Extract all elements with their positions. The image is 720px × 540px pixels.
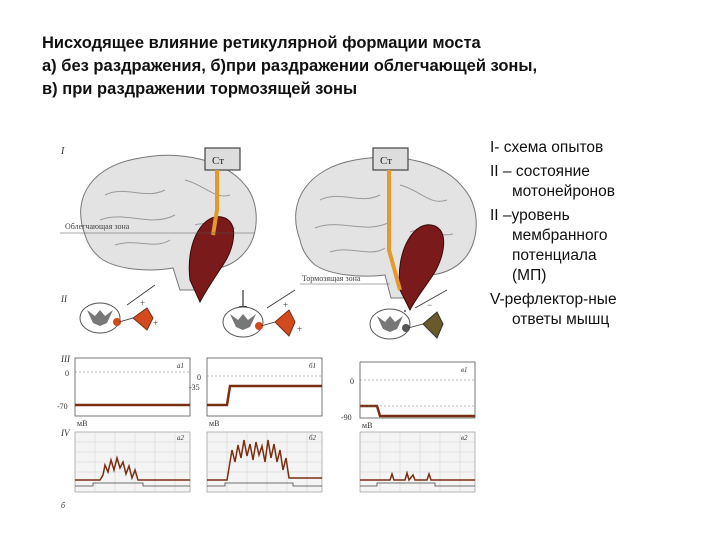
brain-right: Ст Тормозящая зона <box>295 147 477 312</box>
stimulator-label: Ст <box>380 155 392 167</box>
mp-tick-a-zero: 0 <box>65 369 69 378</box>
mp-tick-a-rest: -70 <box>57 402 68 411</box>
mp-tick-c-rest: -90 <box>341 413 352 422</box>
legend-line: ответы мышц <box>512 311 610 328</box>
panel-letter-c2: в2 <box>461 434 468 442</box>
brain-folds <box>314 184 454 253</box>
legend-item-membrane-potential: II –уровень мембранного потенциала (МП) <box>490 206 710 286</box>
mp-tick-b-zero: 0 <box>197 373 201 382</box>
reticular-formation <box>398 224 445 312</box>
brain-left: Ст Облегчающая зона <box>60 147 257 304</box>
emg-panel-b: б2 <box>206 431 323 493</box>
emg-panel-a: a2 <box>74 431 191 493</box>
inhibitory-zone-label: Тормозящая зона <box>302 274 361 283</box>
reticular-formation <box>188 216 235 304</box>
row-label-1: I <box>60 146 65 157</box>
row-label-3: III <box>60 354 71 364</box>
svg-text:+: + <box>140 298 145 308</box>
legend-line: (МП) <box>512 267 547 284</box>
legend-item-scheme: I- схема опытов <box>490 138 710 158</box>
spinal-cord-a: + + <box>79 284 158 334</box>
title-line-1: Нисходящее влияние ретикулярной формации… <box>42 34 481 52</box>
svg-text:−: − <box>427 300 432 310</box>
mp-tick-b-rest: -35 <box>189 383 200 392</box>
stimulation-pathway <box>387 180 402 291</box>
panel-letter-b1: б1 <box>309 362 316 370</box>
mp-tick-c-zero: 0 <box>350 377 354 386</box>
legend-item-reflex-responses: V-рефлектор-ные ответы мышц <box>490 290 710 330</box>
svg-text:+: + <box>297 324 302 334</box>
legend-line: V-рефлектор-ные <box>490 291 617 308</box>
slide-title: Нисходящее влияние ретикулярной формации… <box>42 32 682 101</box>
bottom-letter: б <box>61 501 66 510</box>
brain-folds <box>99 179 236 246</box>
emg-panel-c: в2 <box>359 431 476 493</box>
title-line-3: в) при раздражении тормозящей зоны <box>42 80 358 98</box>
title-line-2: а) без раздражения, б)при раздражении об… <box>42 57 538 75</box>
legend: I- схема опытов II – состояние мотонейро… <box>490 138 710 334</box>
mp-panel-c: 0 -90 мВ в1 <box>341 361 476 430</box>
stimulator-label: Ст <box>212 155 224 167</box>
svg-text:+: + <box>153 318 158 328</box>
legend-line: мотонейронов <box>512 183 615 200</box>
panel-letter-c1: в1 <box>461 366 468 374</box>
mp-panel-a: 0 -70 мВ a1 <box>57 357 191 428</box>
row-label-2: II <box>60 294 68 304</box>
spinal-cord-c: − <box>369 289 448 340</box>
legend-line: II – состояние <box>490 163 590 180</box>
spinal-cord-b: + + <box>222 289 302 338</box>
legend-item-motoneurons: II – состояние мотонейронов <box>490 162 710 202</box>
mp-panel-b: 0 -35 мВ б1 <box>189 357 323 428</box>
legend-line: I- схема опытов <box>490 139 604 156</box>
legend-line: потенциала <box>512 247 597 264</box>
panel-letter-b2: б2 <box>309 434 317 442</box>
panel-letter-a1: a1 <box>177 362 184 370</box>
svg-text:+: + <box>283 300 288 310</box>
mp-unit-b: мВ <box>209 419 219 428</box>
experiment-figure: I II III IV Ст Облегчающая зона Ст Тормо… <box>57 146 477 510</box>
panel-letter-a2: a2 <box>177 434 185 442</box>
legend-line: II –уровень <box>490 207 570 224</box>
row-label-4: IV <box>60 428 71 438</box>
facilitating-zone-label: Облегчающая зона <box>65 222 130 231</box>
mp-unit-c: мВ <box>362 421 372 430</box>
mp-unit-a: мВ <box>77 419 87 428</box>
stimulator-box <box>204 147 241 171</box>
stimulation-pathway <box>211 178 219 236</box>
legend-line: мембранного <box>512 227 608 244</box>
